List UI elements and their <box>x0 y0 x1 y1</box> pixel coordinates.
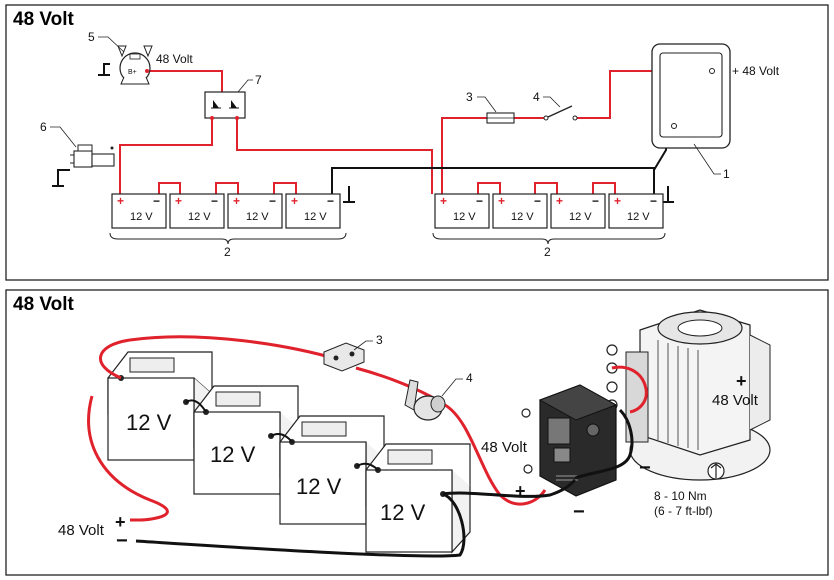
controller-mounting-screws <box>521 408 533 474</box>
schematic-battery-label: 12 V <box>130 211 153 223</box>
minus-sign: − <box>592 194 599 208</box>
pictorial-callout-4: 4 <box>466 371 473 385</box>
callout-4-leader <box>543 96 561 108</box>
pictorial-battery-label: 12 V <box>296 474 342 499</box>
schematic-positive-wires <box>119 70 712 194</box>
callout-4: 4 <box>533 90 540 104</box>
schematic-battery-label: 12 V <box>188 211 211 223</box>
controller-voltage-label: 48 Volt <box>481 439 528 456</box>
torque-ftlbf-label: (6 - 7 ft-lbf) <box>654 504 713 518</box>
schematic-battery <box>169 193 225 229</box>
pictorial-battery-label: 12 V <box>126 410 172 435</box>
controller-module-illustration <box>538 384 618 497</box>
minus-sign: − <box>327 194 334 208</box>
pictorial-battery-label: 12 V <box>380 500 426 525</box>
schematic-panel-frame <box>5 4 829 281</box>
schematic-battery <box>550 193 606 229</box>
pictorial-battery-label: 12 V <box>210 442 256 467</box>
controller-minus-sign: − <box>573 501 585 523</box>
schematic-battery-label: 12 V <box>304 211 327 223</box>
pictorial-panel-title: 48 Volt <box>13 294 75 315</box>
callout-3: 3 <box>466 90 473 104</box>
callout-7: 7 <box>255 73 262 87</box>
callout-6-leader <box>50 126 77 148</box>
pictorial-negative-cables <box>135 408 634 558</box>
main-switch-symbol <box>543 105 578 121</box>
plus-sign: + <box>498 194 505 208</box>
minus-sign: − <box>476 194 483 208</box>
schematic-battery <box>111 193 167 229</box>
plus-sign: + <box>117 194 124 208</box>
motor-voltage-label: 48 Volt <box>712 392 759 409</box>
alternator-terminal-label: B+ <box>128 69 137 76</box>
controller-box-symbol <box>651 43 731 149</box>
schematic-battery-label: 12 V <box>627 211 650 223</box>
schematic-battery <box>608 193 664 229</box>
callout-5: 5 <box>88 30 95 44</box>
motor-minus-sign: − <box>639 457 651 479</box>
pictorial-callout-3-leader <box>353 340 373 351</box>
alternator-symbol: B+ <box>117 45 153 85</box>
pictorial-callout-3: 3 <box>376 333 383 347</box>
callout-5-leader <box>98 36 125 53</box>
motor-plus-sign: + <box>736 371 747 391</box>
controller-output-label: + 48 Volt <box>732 64 780 78</box>
source-voltage-label: 48 Volt <box>58 522 105 539</box>
starter-motor-symbol <box>70 144 115 168</box>
plus-sign: + <box>440 194 447 208</box>
pictorial-battery <box>365 443 471 554</box>
pictorial-callout-4-leader <box>441 378 463 397</box>
minus-sign: − <box>534 194 541 208</box>
starter-ground <box>52 169 64 187</box>
callout-2-right: 2 <box>544 245 551 259</box>
schematic-battery <box>227 193 283 229</box>
motor-illustration <box>625 309 771 481</box>
callout-2-left: 2 <box>224 245 231 259</box>
schematic-battery-label: 12 V <box>511 211 534 223</box>
source-minus-sign: − <box>116 530 128 552</box>
schematic-battery <box>434 193 490 229</box>
minus-sign: − <box>650 194 657 208</box>
callout-1: 1 <box>723 167 730 181</box>
minus-sign: − <box>269 194 276 208</box>
minus-sign: − <box>211 194 218 208</box>
controller-plus-sign: + <box>515 481 526 501</box>
schematic-panel-title: 48 Volt <box>13 9 75 30</box>
pictorial-panel-frame <box>5 289 829 576</box>
bank-braces <box>109 232 666 245</box>
schematic-battery-bank-right: 12 V 12 V 12 V 12 V + + + + − − − − <box>434 193 664 229</box>
minus-sign: − <box>153 194 160 208</box>
schematic-battery-bank-left: 12 V 12 V 12 V 12 V + + + + − − − − <box>111 193 341 229</box>
callout-6: 6 <box>40 120 47 134</box>
callout-3-leader <box>477 96 497 113</box>
alternator-voltage-label: 48 Volt <box>156 52 193 66</box>
torque-nm-label: 8 - 10 Nm <box>654 489 707 503</box>
schematic-battery-label: 12 V <box>246 211 269 223</box>
plus-sign: + <box>614 194 621 208</box>
plus-sign: + <box>175 194 182 208</box>
battery-switch-illustration <box>404 379 446 421</box>
pictorial-battery <box>279 415 385 526</box>
schematic-battery <box>492 193 548 229</box>
torque-wrench-icon <box>707 462 725 480</box>
plus-sign: + <box>556 194 563 208</box>
rectifier-symbol <box>204 91 246 120</box>
schematic-battery-label: 12 V <box>569 211 592 223</box>
pictorial-battery-bank: 12 V 12 V 12 V 12 V <box>107 351 471 554</box>
plus-sign: + <box>233 194 240 208</box>
source-plus-sign: + <box>115 512 126 532</box>
schematic-battery <box>285 193 341 229</box>
schematic-negative-wires <box>98 63 674 203</box>
battery-jumpers <box>185 399 379 471</box>
plus-sign: + <box>291 194 298 208</box>
schematic-battery-label: 12 V <box>453 211 476 223</box>
callout-1-leader <box>693 143 721 175</box>
callout-7-leader <box>237 79 253 93</box>
